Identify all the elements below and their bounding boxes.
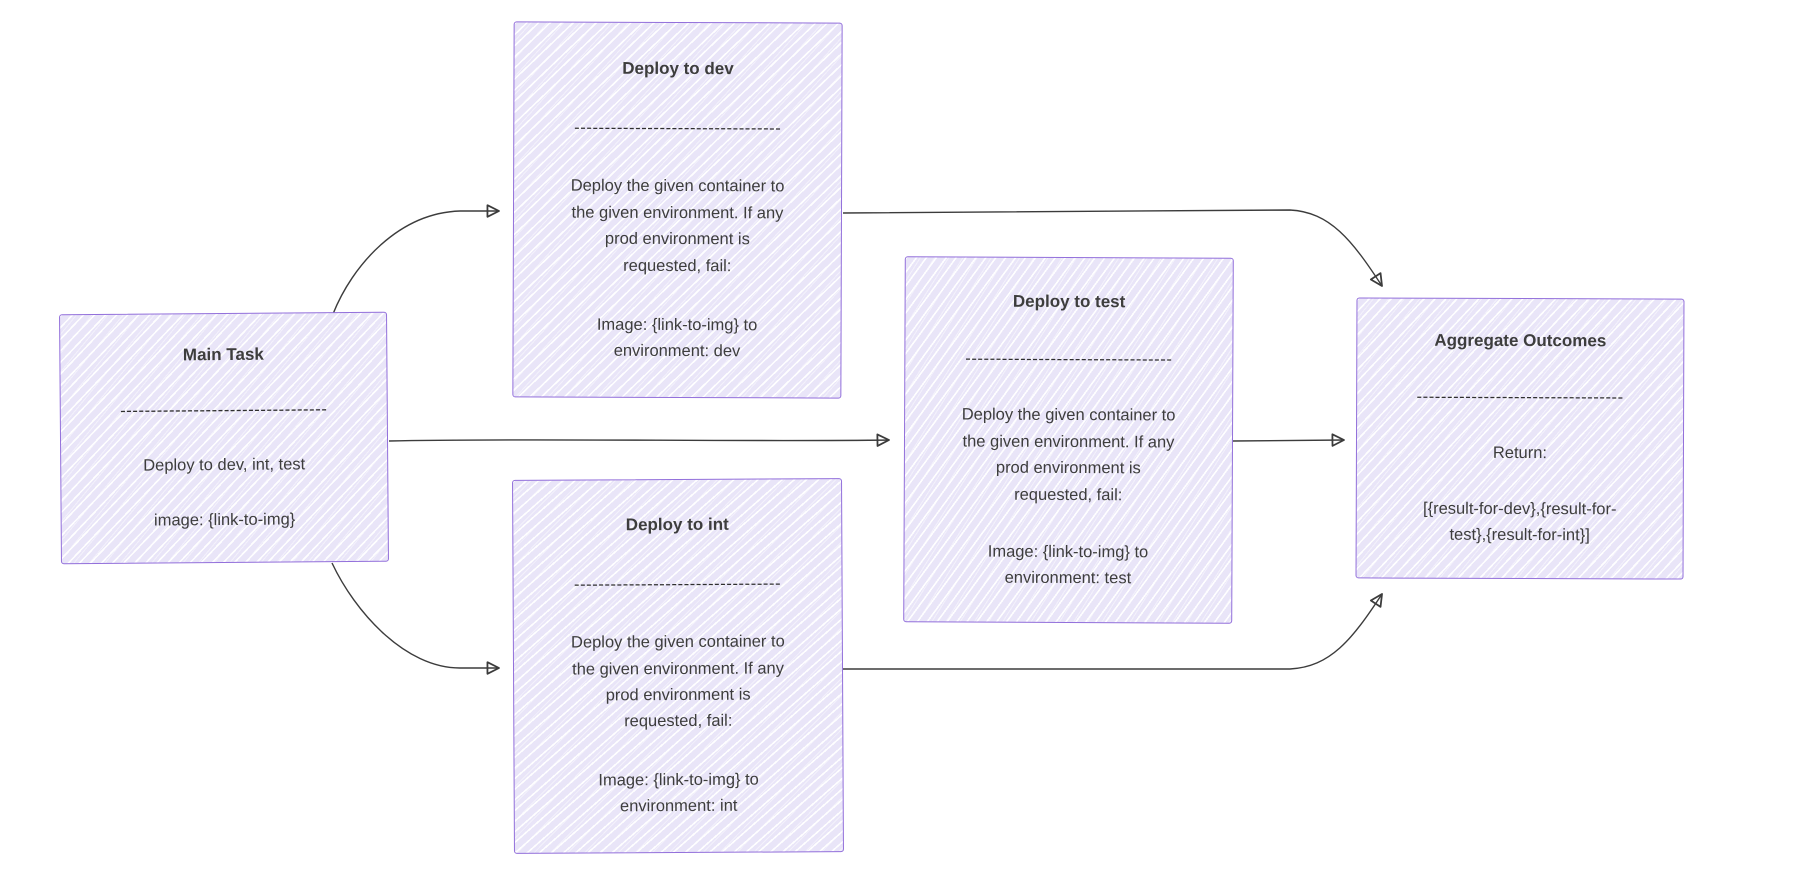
edge-deploy-test-to-aggregate	[1232, 433, 1345, 447]
node-deploy-dev: Deploy to dev --------------------------…	[512, 21, 843, 399]
node-detail: [{result-for-dev},{result-for-test},{res…	[1422, 499, 1617, 545]
node-main-task: Main Task ------------------------------…	[59, 311, 389, 565]
node-deploy-test: Deploy to test -------------------------…	[903, 256, 1234, 624]
node-deploy-int: Deploy to int --------------------------…	[512, 478, 844, 854]
node-detail: image: {link-to-img}	[153, 510, 296, 530]
node-detail: Image: {link-to-img} to environment: tes…	[987, 542, 1149, 588]
node-detail: Image: {link-to-img} to environment: int	[598, 770, 759, 816]
node-title: Deploy to int	[625, 514, 729, 535]
dashed-divider: ----------------------------------	[965, 349, 1173, 368]
node-body: Deploy the given container to the given …	[570, 177, 785, 275]
dashed-divider: ----------------------------------	[1416, 387, 1624, 407]
dashed-divider: ----------------------------------	[573, 574, 782, 594]
node-body: Deploy the given container to the given …	[570, 632, 785, 731]
dashed-divider: ----------------------------------	[574, 118, 782, 137]
node-title: Deploy to test	[1012, 291, 1126, 311]
node-title: Aggregate Outcomes	[1434, 331, 1607, 351]
edge-main-to-deploy-test	[388, 433, 890, 447]
node-title: Deploy to dev	[622, 58, 734, 78]
node-detail: Image: {link-to-img} to environment: dev	[596, 315, 758, 361]
node-body: Return:	[1492, 443, 1548, 463]
node-title: Main Task	[182, 345, 264, 365]
node-body: Deploy to dev, int, test	[143, 455, 306, 475]
node-aggregate-outcomes: Aggregate Outcomes ---------------------…	[1355, 297, 1685, 580]
node-body: Deploy the given container to the given …	[961, 406, 1176, 504]
dashed-divider: ----------------------------------	[120, 400, 328, 421]
edge-main-to-deploy-int	[331, 562, 500, 675]
edge-main-to-deploy-dev	[332, 204, 500, 315]
